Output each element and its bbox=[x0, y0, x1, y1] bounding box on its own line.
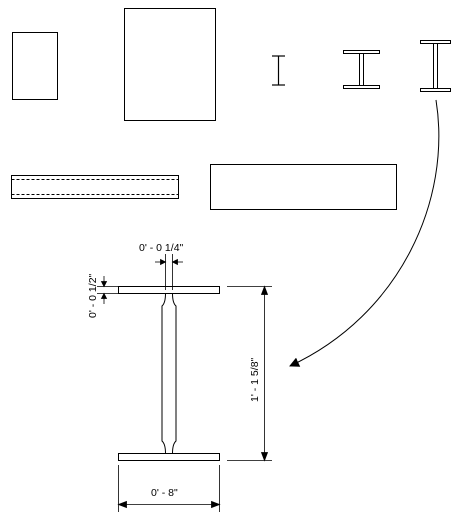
i-beam-large-icon[interactable] bbox=[420, 40, 451, 92]
flange-width-dimension bbox=[117, 465, 221, 512]
web-thickness-dimension bbox=[155, 254, 183, 290]
i-beam-section bbox=[118, 286, 220, 461]
large-rectangle-icon[interactable] bbox=[124, 8, 216, 121]
curved-arrow-icon bbox=[289, 99, 440, 367]
hollow-bar-icon[interactable] bbox=[11, 175, 179, 199]
flange-width-label: 0' - 8" bbox=[151, 487, 178, 499]
web-thickness-label: 0' - 0 1/4" bbox=[139, 242, 184, 254]
flange-thickness-label: 0' - 0 1/2" bbox=[87, 273, 99, 318]
small-rectangle-icon[interactable] bbox=[12, 32, 58, 100]
wide-rectangle-icon[interactable] bbox=[210, 164, 397, 210]
overall-depth-label: 1' - 1 5/8" bbox=[249, 357, 261, 402]
flange-thickness-dimension bbox=[97, 276, 118, 304]
overall-depth-dimension bbox=[227, 285, 272, 462]
i-beam-small-icon[interactable] bbox=[272, 55, 285, 86]
i-beam-medium-icon[interactable] bbox=[343, 50, 380, 89]
